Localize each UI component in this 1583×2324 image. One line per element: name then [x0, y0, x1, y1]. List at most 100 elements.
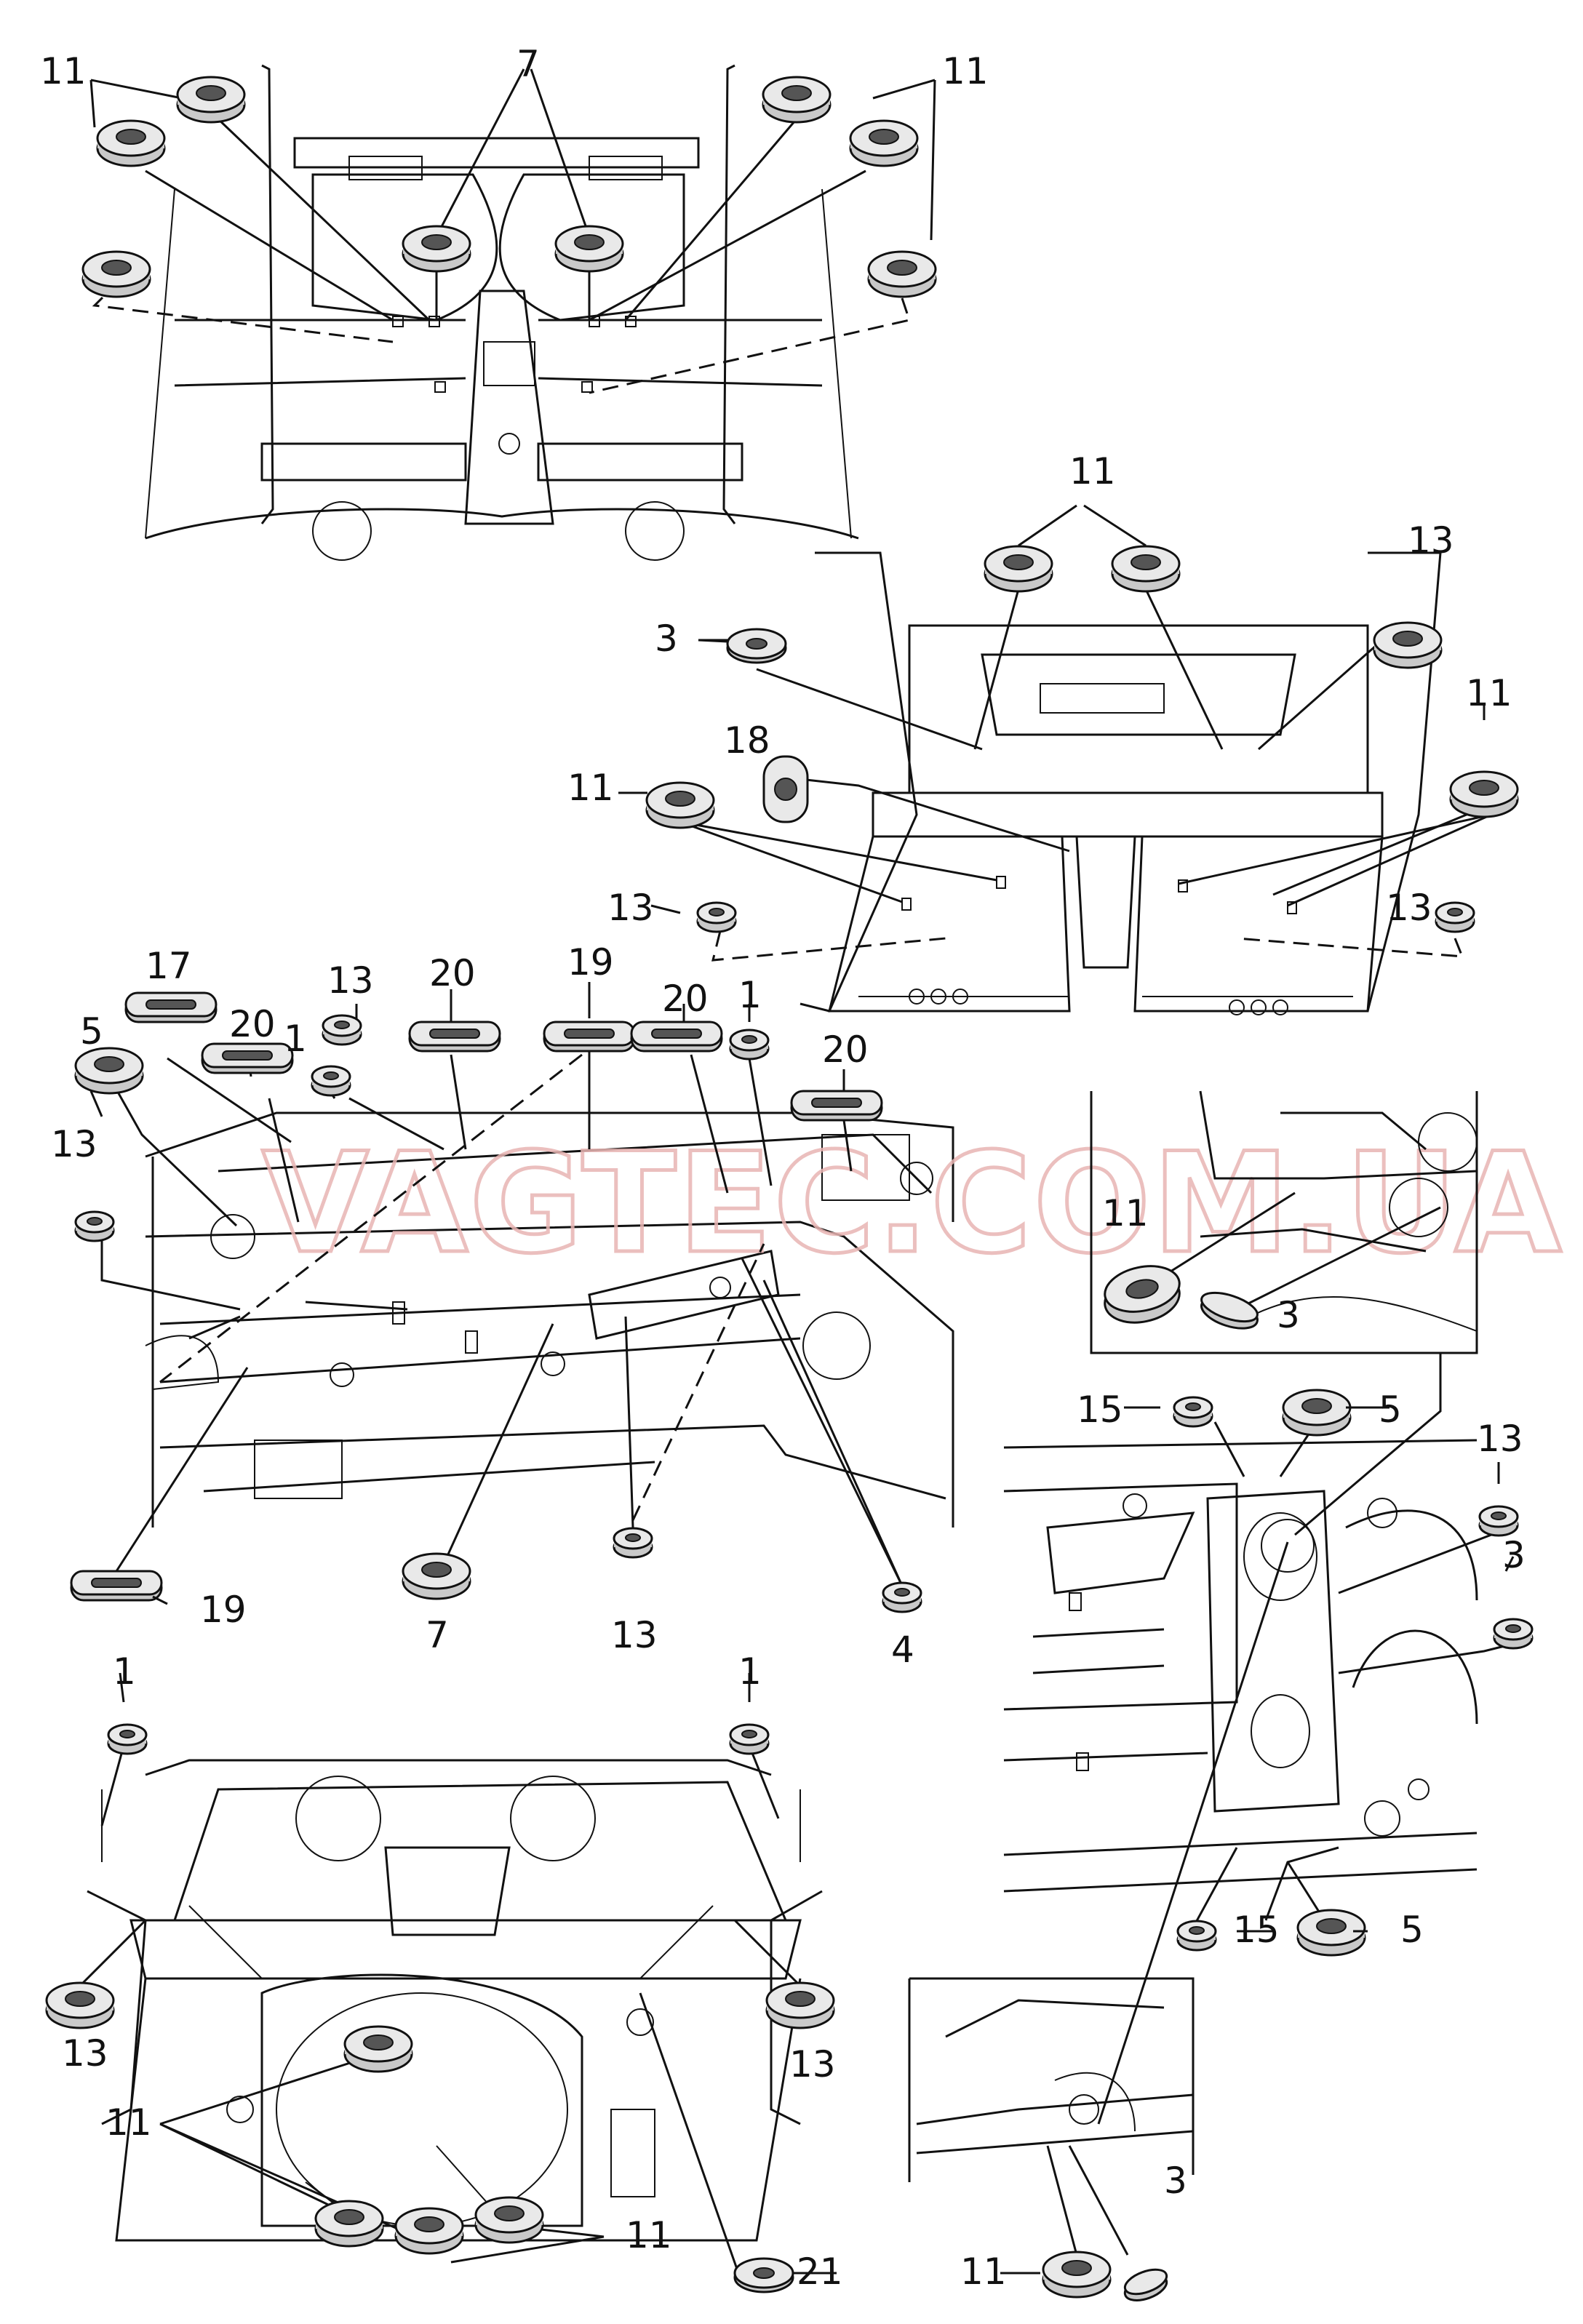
plug-5-part — [1296, 1909, 1366, 1957]
plug-20-part — [790, 1090, 883, 1122]
plug-3-part — [1493, 1618, 1534, 1650]
callout-13: 13 — [327, 959, 374, 1002]
grommet-11-part — [762, 76, 832, 124]
grommet-11-part — [176, 76, 246, 124]
callout-1: 1 — [738, 1650, 762, 1693]
front-floor-drawing — [145, 64, 859, 561]
grommet-13-part — [1478, 1505, 1519, 1537]
rear-panel-leader-lines — [79, 1672, 802, 2274]
callout-20: 20 — [229, 1003, 276, 1045]
plug-7-part — [402, 225, 471, 273]
callout-11: 11 — [960, 2251, 1007, 2293]
plug-3-part — [1123, 2268, 1168, 2301]
bulkhead-leader-lines — [89, 982, 904, 1586]
watermark: VAGTEC.COM.UA — [262, 1123, 1563, 1284]
plug-5-part — [1282, 1389, 1352, 1437]
callout-3: 3 — [1502, 1534, 1526, 1576]
callout-11: 11 — [1466, 672, 1512, 714]
plug-20-part — [408, 1021, 501, 1053]
callout-1: 1 — [284, 1018, 307, 1060]
callout-13: 13 — [1408, 519, 1454, 562]
callout-5: 5 — [1379, 1389, 1402, 1431]
callout-13: 13 — [1477, 1418, 1523, 1460]
bulkhead-drawing — [145, 1111, 954, 1528]
plug-5-part — [74, 1047, 144, 1095]
callout-20: 20 — [822, 1029, 869, 1071]
plug-20-part — [630, 1021, 723, 1053]
callout-11: 11 — [105, 2101, 152, 2144]
grommet-1-part — [729, 1029, 770, 1061]
plug-3-part — [1200, 1291, 1259, 1330]
grommet-1-part — [107, 1723, 148, 1755]
rear-floor-drawing — [800, 551, 1442, 1015]
sill-inset-plugs — [1042, 2251, 1168, 2301]
callout-5: 5 — [1400, 1909, 1424, 1951]
callout-1: 1 — [113, 1650, 136, 1693]
callout-labels: 11 7 11 11 13 3 11 18 11 13 13 17 13 20 … — [40, 43, 1526, 2293]
grommet-11-part — [867, 250, 937, 298]
grommet-4-part — [882, 1581, 922, 1613]
callout-ticks — [152, 639, 1368, 2275]
grommet-11-part — [849, 119, 919, 167]
callout-11: 11 — [1069, 450, 1116, 492]
rear-panel-drawing — [87, 1759, 823, 2242]
callout-3: 3 — [655, 618, 678, 660]
side-panel-drawing — [1003, 1439, 1478, 1893]
callout-13: 13 — [1386, 887, 1432, 929]
grommet-11-part — [81, 250, 151, 298]
side-panel-leader-lines — [1097, 1406, 1515, 2125]
grommet-13-part — [1435, 901, 1475, 933]
grommet-15-part — [1173, 1396, 1213, 1428]
callout-7: 7 — [517, 43, 540, 85]
plug-7-part — [402, 1552, 471, 1600]
grommet-11-part — [474, 2196, 544, 2244]
callout-15: 15 — [1077, 1389, 1123, 1431]
grommet-15-part — [1176, 1920, 1217, 1952]
callout-11: 11 — [942, 50, 989, 92]
grommet-1-part — [311, 1065, 351, 1097]
callout-13: 13 — [607, 887, 654, 929]
grommet-13-part — [613, 1527, 653, 1559]
callout-20: 20 — [662, 978, 709, 1020]
callout-3: 3 — [1277, 1294, 1300, 1336]
grommet-11-part — [314, 2200, 384, 2248]
callout-5: 5 — [80, 1010, 103, 1053]
plug-20-part — [201, 1042, 294, 1074]
grommet-13-part — [765, 1981, 835, 2029]
grommet-11-part — [645, 781, 715, 829]
rear-floor-plugs — [645, 545, 1519, 933]
grommet-1-part — [729, 1723, 770, 1755]
grommet-13-part — [74, 1210, 115, 1242]
callout-11: 11 — [40, 50, 87, 92]
plug-18-part — [762, 755, 809, 823]
front-floor-leader-lines — [89, 68, 936, 394]
grommet-13-part — [1373, 621, 1443, 669]
sill-inset-drawing — [908, 1977, 1195, 2256]
plug-7-part — [554, 225, 624, 273]
callout-11: 11 — [567, 767, 614, 809]
callout-11: 11 — [1102, 1192, 1149, 1234]
callout-13: 13 — [51, 1123, 97, 1165]
callout-11: 11 — [626, 2214, 672, 2256]
bulkhead-plugs — [70, 991, 922, 1613]
callout-21: 21 — [797, 2251, 843, 2293]
plug-3-part — [726, 628, 787, 664]
callout-1: 1 — [738, 974, 762, 1016]
rear-floor-leader-lines — [618, 504, 1492, 962]
inset-magnifier-circle — [1261, 1519, 1315, 1573]
plug-17-part — [124, 991, 218, 1023]
grommet-11-part — [984, 545, 1053, 593]
grommet-11-part — [1111, 545, 1181, 593]
grommet-11-part — [96, 119, 166, 167]
grommet-13-part — [45, 1981, 115, 2029]
inset-frame — [1090, 1090, 1478, 1536]
callout-13: 13 — [789, 2043, 836, 2085]
callout-4: 4 — [891, 1629, 914, 1671]
callout-3: 3 — [1164, 2160, 1187, 2202]
inset-plugs — [1104, 1265, 1259, 1330]
plug-19-part — [70, 1570, 163, 1602]
washer-21-part — [733, 2257, 794, 2293]
grommet-11-part — [343, 2025, 413, 2073]
